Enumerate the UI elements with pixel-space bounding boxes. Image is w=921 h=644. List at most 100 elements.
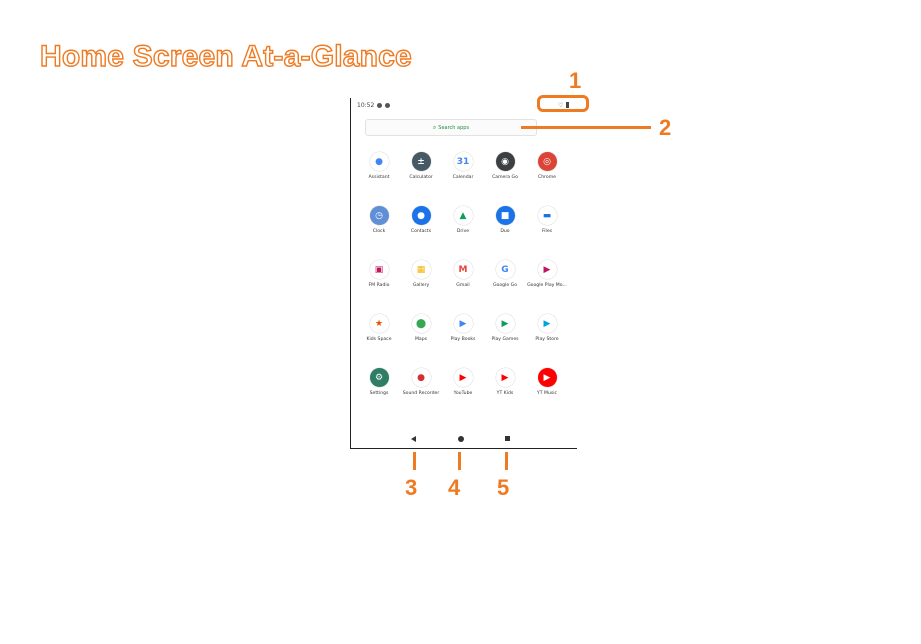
- app-label: Contacts: [410, 229, 432, 234]
- app-label: YT Kids: [496, 391, 514, 396]
- status-bar-highlight: [537, 95, 589, 112]
- callout-5: 5: [497, 475, 510, 500]
- app-label: Maps: [414, 337, 428, 342]
- status-time: 10:52: [357, 102, 375, 109]
- app-calculator[interactable]: ± Calculator: [401, 152, 441, 180]
- recent-apps-button-icon[interactable]: [505, 436, 510, 441]
- app-chrome[interactable]: ◎ Chrome: [527, 152, 567, 180]
- app-play-books[interactable]: ▶ Play Books: [443, 314, 483, 342]
- maps-icon: ⬤: [411, 314, 431, 333]
- app-label: Chrome: [537, 175, 557, 180]
- play-books-icon: ▶: [453, 314, 473, 333]
- clock-icon: ◷: [369, 206, 389, 225]
- callout-2: 2: [659, 115, 672, 140]
- app-fm-radio[interactable]: ▣ FM Radio: [359, 260, 399, 288]
- app-label: YT Music: [536, 391, 558, 396]
- settings-icon: ⚙: [369, 368, 389, 387]
- app-label: Google Play Mo...: [527, 283, 567, 288]
- search-apps-field[interactable]: ⌕Search apps: [365, 119, 537, 136]
- kids-space-icon: ★: [369, 314, 389, 333]
- wifi-icon: ♡: [558, 102, 564, 109]
- app-yt-music[interactable]: ▶ YT Music: [527, 368, 567, 396]
- callout-3-line: [413, 452, 416, 470]
- battery-icon: [566, 102, 569, 108]
- app-sound-recorder[interactable]: ● Sound Recorder: [401, 368, 441, 396]
- app-label: Settings: [369, 391, 389, 396]
- app-label: YouTube: [453, 391, 473, 396]
- app-label: Gallery: [412, 283, 430, 288]
- app-label: Gmail: [456, 283, 470, 288]
- app-play-store[interactable]: ▶ Play Store: [527, 314, 567, 342]
- gallery-icon: ▦: [411, 260, 431, 279]
- back-button-icon[interactable]: [411, 436, 416, 442]
- status-bar: 10:52 ♡: [353, 100, 573, 112]
- navigation-bar: [351, 436, 577, 446]
- assistant-icon: ●: [369, 152, 389, 171]
- app-drive[interactable]: ▲ Drive: [443, 206, 483, 234]
- app-play-games[interactable]: ▶ Play Games: [485, 314, 525, 342]
- search-icon: ⌕: [432, 124, 437, 131]
- app-label: Calculator: [409, 175, 433, 180]
- duo-icon: ■: [495, 206, 515, 225]
- app-assistant[interactable]: ● Assistant: [359, 152, 399, 180]
- app-files[interactable]: ▬ Files: [527, 206, 567, 234]
- app-youtube[interactable]: ▶ YouTube: [443, 368, 483, 396]
- google-go-icon: G: [495, 260, 515, 279]
- app-label: Clock: [372, 229, 386, 234]
- app-camera-go[interactable]: ◉ Camera Go: [485, 152, 525, 180]
- yt-kids-icon: ▶: [495, 368, 515, 387]
- callout-1: 1: [569, 68, 582, 93]
- settings-status-icon: [377, 103, 382, 108]
- app-label: Kids Space: [366, 337, 392, 342]
- app-contacts[interactable]: ● Contacts: [401, 206, 441, 234]
- app-label: Camera Go: [492, 175, 518, 180]
- google-play-mo-icon: ▶: [537, 260, 557, 279]
- play-store-icon: ▶: [537, 314, 557, 333]
- tablet-screen: 10:52 ♡ ⌕Search apps ● Assistant ± Calculat…: [350, 98, 577, 449]
- chrome-icon: ◎: [537, 152, 557, 171]
- app-yt-kids[interactable]: ▶ YT Kids: [485, 368, 525, 396]
- callout-5-line: [505, 452, 508, 470]
- app-label: Google Go: [492, 283, 518, 288]
- yt-music-icon: ▶: [537, 368, 557, 387]
- app-settings[interactable]: ⚙ Settings: [359, 368, 399, 396]
- callout-4-line: [458, 452, 461, 470]
- sound-recorder-icon: ●: [411, 368, 431, 387]
- home-button-icon[interactable]: [458, 436, 464, 442]
- contacts-icon: ●: [411, 206, 431, 225]
- search-placeholder: Search apps: [438, 125, 470, 131]
- play-games-icon: ▶: [495, 314, 515, 333]
- app-label: Drive: [456, 229, 470, 234]
- app-duo[interactable]: ■ Duo: [485, 206, 525, 234]
- gmail-icon: M: [453, 260, 473, 279]
- files-icon: ▬: [537, 206, 557, 225]
- app-label: Assistant: [368, 175, 390, 180]
- app-kids-space[interactable]: ★ Kids Space: [359, 314, 399, 342]
- app-clock[interactable]: ◷ Clock: [359, 206, 399, 234]
- app-label: Calendar: [452, 175, 474, 180]
- app-google-go[interactable]: G Google Go: [485, 260, 525, 288]
- app-label: Files: [541, 229, 553, 234]
- app-gmail[interactable]: M Gmail: [443, 260, 483, 288]
- app-label: Play Books: [450, 337, 476, 342]
- app-label: Sound Recorder: [402, 391, 440, 396]
- app-label: Play Store: [535, 337, 559, 342]
- drive-icon: ▲: [453, 206, 473, 225]
- app-label: Play Games: [491, 337, 519, 342]
- app-label: FM Radio: [368, 283, 390, 288]
- app-label: Duo: [500, 229, 510, 234]
- callout-4: 4: [448, 475, 461, 500]
- app-gallery[interactable]: ▦ Gallery: [401, 260, 441, 288]
- youtube-icon: ▶: [453, 368, 473, 387]
- calendar-icon: 31: [453, 152, 473, 171]
- callout-2-line: [521, 126, 651, 129]
- callout-3: 3: [405, 475, 418, 500]
- camera-go-icon: ◉: [495, 152, 515, 171]
- page-title: Home Screen At-a-Glance: [39, 39, 412, 73]
- shield-status-icon: [385, 103, 390, 108]
- fm-radio-icon: ▣: [369, 260, 389, 279]
- calculator-icon: ±: [411, 152, 431, 171]
- app-maps[interactable]: ⬤ Maps: [401, 314, 441, 342]
- app-google-play-mo[interactable]: ▶ Google Play Mo...: [527, 260, 567, 288]
